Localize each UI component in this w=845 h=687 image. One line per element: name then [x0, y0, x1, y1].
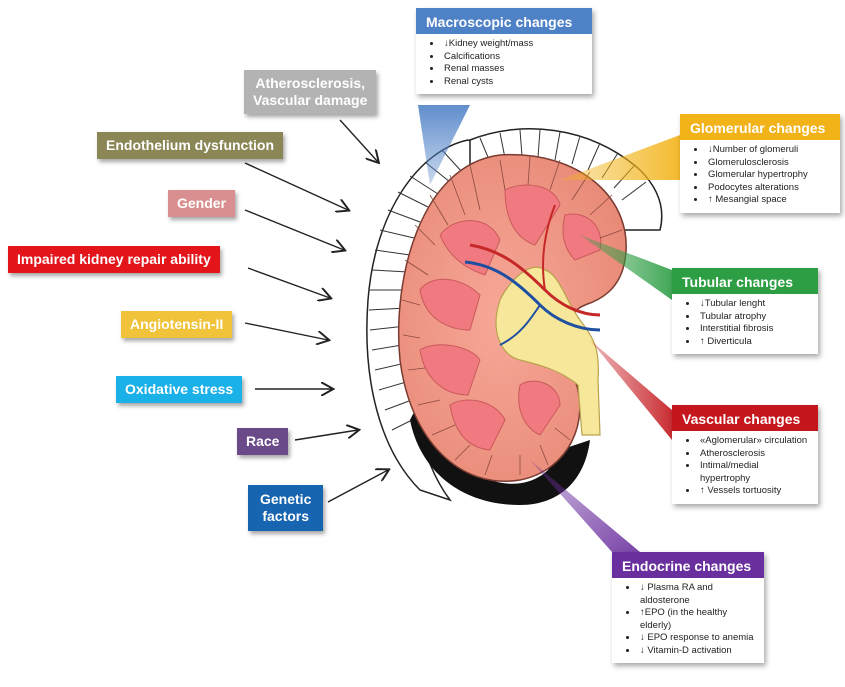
factor-angiotensin-label: Angiotensin-II — [130, 316, 223, 332]
list-item: «Aglomerular» circulation — [698, 435, 810, 448]
list-item: ↓ EPO response to anemia — [638, 632, 756, 645]
factor-atherosclerosis-line2: Vascular damage — [253, 92, 367, 109]
panel-tubular-title: Tubular changes — [672, 268, 818, 294]
factor-race-label: Race — [246, 433, 279, 449]
factor-atherosclerosis: Atherosclerosis, Vascular damage — [244, 70, 376, 114]
panel-vascular: Vascular changes «Aglomerular» circulati… — [672, 405, 818, 504]
factor-impaired-repair: Impaired kidney repair ability — [8, 246, 220, 273]
list-item: Tubular atrophy — [698, 311, 810, 324]
list-item: Calcifications — [442, 51, 584, 64]
factor-race: Race — [237, 428, 288, 455]
factor-gender-label: Gender — [177, 195, 226, 211]
panel-vascular-title: Vascular changes — [672, 405, 818, 431]
list-item: Glomerular hypertrophy — [706, 169, 832, 182]
factor-genetic-line1: Genetic — [260, 491, 311, 508]
factor-gender: Gender — [168, 190, 235, 217]
list-item: ↓ Vitamin-D activation — [638, 645, 756, 658]
list-item: Renal masses — [442, 63, 584, 76]
list-item: Interstitial fibrosis — [698, 323, 810, 336]
factor-endothelium-label: Endothelium dysfunction — [106, 137, 274, 153]
panel-tubular: Tubular changes ↓Tubular lenght Tubular … — [672, 268, 818, 354]
panel-endocrine-list: ↓ Plasma RA and aldosterone ↑EPO (in the… — [612, 578, 764, 663]
list-item: ↓Tubular lenght — [698, 298, 810, 311]
list-item: ↓Kidney weight/mass — [442, 38, 584, 51]
list-item: ↑ Mesangial space — [706, 194, 832, 207]
panel-vascular-list: «Aglomerular» circulation Atherosclerosi… — [672, 431, 818, 504]
list-item: ↑ Diverticula — [698, 336, 810, 349]
panel-glomerular-title: Glomerular changes — [680, 114, 840, 140]
factor-genetic: Genetic factors — [248, 485, 323, 531]
list-item: Podocytes alterations — [706, 182, 832, 195]
list-item: ↑EPO (in the healthy elderly) — [638, 607, 756, 632]
panel-macroscopic-list: ↓Kidney weight/mass Calcifications Renal… — [416, 34, 592, 94]
panel-tubular-list: ↓Tubular lenght Tubular atrophy Intersti… — [672, 294, 818, 354]
panel-macroscopic: Macroscopic changes ↓Kidney weight/mass … — [416, 8, 592, 94]
list-item: Intimal/medial hypertrophy — [698, 460, 810, 485]
panel-endocrine: Endocrine changes ↓ Plasma RA and aldost… — [612, 552, 764, 663]
factor-genetic-line2: factors — [260, 508, 311, 525]
vascular-beam — [590, 340, 672, 440]
list-item: ↑ Vessels tortuosity — [698, 485, 810, 498]
factor-oxidative-label: Oxidative stress — [125, 381, 233, 397]
factor-angiotensin: Angiotensin-II — [121, 311, 232, 338]
panel-macroscopic-title: Macroscopic changes — [416, 8, 592, 34]
panel-glomerular: Glomerular changes ↓Number of glomeruli … — [680, 114, 840, 213]
panel-glomerular-list: ↓Number of glomeruli Glomerulosclerosis … — [680, 140, 840, 213]
factor-atherosclerosis-line1: Atherosclerosis, — [253, 75, 367, 92]
list-item: Atherosclerosis — [698, 448, 810, 461]
list-item: Renal cysts — [442, 76, 584, 89]
factor-endothelium-dysfunction: Endothelium dysfunction — [97, 132, 283, 159]
list-item: ↓Number of glomeruli — [706, 144, 832, 157]
panel-endocrine-title: Endocrine changes — [612, 552, 764, 578]
factor-repair-label: Impaired kidney repair ability — [17, 251, 211, 267]
factor-oxidative-stress: Oxidative stress — [116, 376, 242, 403]
list-item: ↓ Plasma RA and aldosterone — [638, 582, 756, 607]
list-item: Glomerulosclerosis — [706, 157, 832, 170]
